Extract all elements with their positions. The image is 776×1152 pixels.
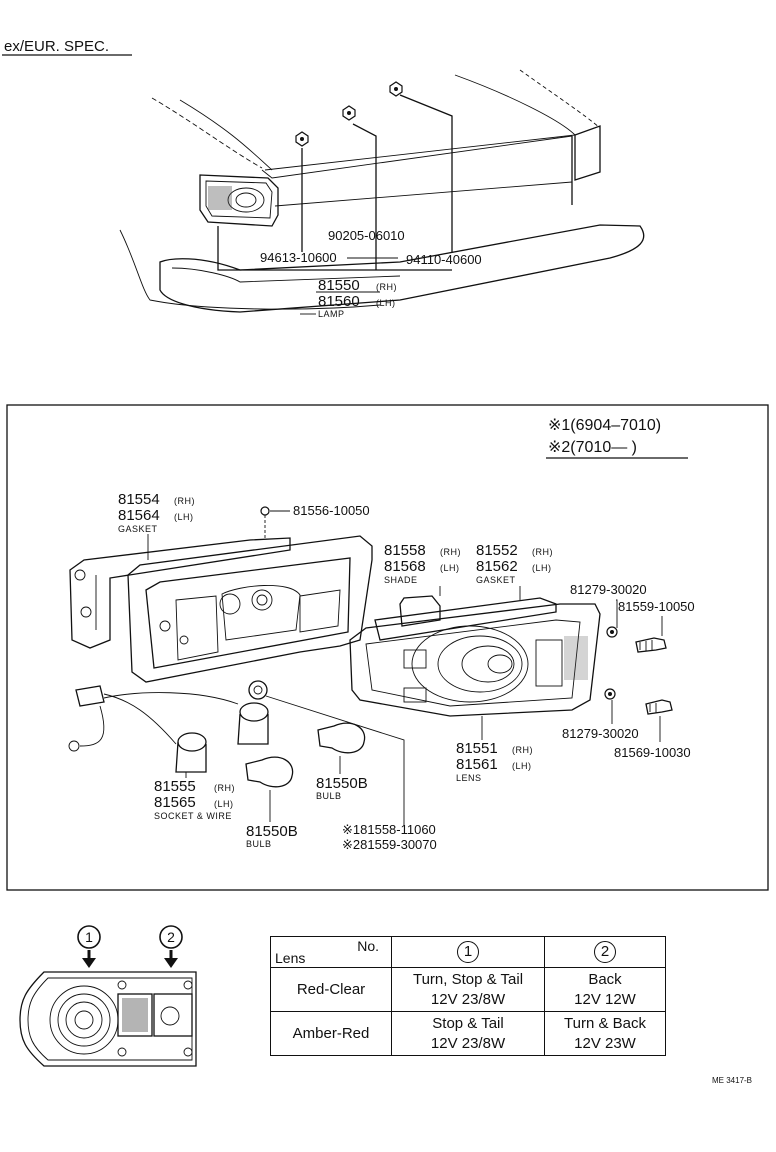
bulb-b-number: 81550B [246,823,298,840]
key-pos-2: 2 [167,929,175,945]
row1-col1-rating: 12V 23/8W [430,990,506,1008]
socket-rh-number: 81555 [154,778,196,795]
shade-rh-side: (RH) [440,547,461,557]
table-header-col2: 2 [544,936,666,968]
gasket-a-label: GASKET [118,524,158,534]
screw-right-bottom-number: 81569-10030 [614,745,691,760]
bulb-icons [245,722,366,788]
row2-col1: Stop & Tail 12V 23/8W [391,1011,545,1056]
socket-lh-number: 81565 [154,794,196,811]
shade-label: SHADE [384,575,418,585]
row2-col1-rating: 12V 23/8W [430,1034,506,1052]
right-fasteners-icons [604,626,673,715]
gasket-b-label: GASKET [476,575,516,585]
lens-lh-side: (LH) [512,761,532,771]
row1-col2-function: Back [588,970,622,988]
bulb-a-label: BULB [316,791,342,801]
gasket-b-rh-side: (RH) [532,547,553,557]
grommet-1-number: ※181558-11060 [342,822,436,837]
gasket-b-lh-side: (LH) [532,563,552,573]
gasket-b-lh-number: 81562 [476,558,518,575]
lamp-lh-side: (LH) [376,298,396,308]
note-2: ※2(7010— ) [548,439,637,456]
shade-lh-number: 81568 [384,558,426,575]
top-screw-icon [260,506,290,540]
table-header-corner: No. Lens [270,936,392,968]
car-rear-illustration [119,69,645,315]
col2-circle: 2 [594,941,616,963]
washer-top-number: 81279-30020 [570,582,647,597]
gasket-a-lh-number: 81564 [118,507,160,524]
screw-right-top-number: 81559-10050 [618,599,695,614]
shade-lh-side: (LH) [440,563,460,573]
part-94613: 94613-10600 [260,250,337,265]
detail-frame [6,404,769,891]
lens-lh-number: 81561 [456,756,498,773]
table-header-col1: 1 [391,936,545,968]
shade-rh-number: 81558 [384,542,426,559]
lamp-lh-number: 81560 [318,293,360,310]
socket-lh-side: (LH) [214,799,234,809]
footer-code: ME 3417-B [712,1076,752,1085]
lens-rh-side: (RH) [512,745,533,755]
lamp-rh-side: (RH) [376,282,397,292]
gasket-illustration [69,537,291,649]
lamp-label: LAMP [318,309,345,319]
row1-col2: Back 12V 12W [544,967,666,1012]
grommet-2-number: ※281559-30070 [342,837,437,852]
row1-col1-function: Turn, Stop & Tail [412,970,524,988]
washer-bottom-number: 81279-30020 [562,726,639,741]
row2-col2: Turn & Back 12V 23W [544,1011,666,1056]
gasket-b-rh-number: 81552 [476,542,518,559]
col1-circle: 1 [457,941,479,963]
lamp-housing-illustration [127,535,373,683]
gasket-a-rh-number: 81554 [118,491,160,508]
row1-lens: Red-Clear [270,967,392,1012]
gasket-a-rh-side: (RH) [174,496,195,506]
lens-label: LENS [456,773,482,783]
note-1: ※1(6904–7010) [548,417,661,434]
row2-col1-function: Stop & Tail [432,1014,504,1032]
bulb-b-label: BULB [246,839,272,849]
row2-lens: Amber-Red [270,1011,392,1056]
lamp-rh-number: 81550 [318,277,360,294]
lamp-key-illustration: 1 2 [19,925,197,1067]
socket-label: SOCKET & WIRE [154,811,232,821]
header-no: No. [357,938,379,954]
lens-spec-table: No. Lens 1 2 Red-Clear Turn, Stop & Tail… [270,936,666,1056]
row1-col2-rating: 12V 12W [574,990,636,1008]
spec-label: ex/EUR. SPEC. [4,38,109,55]
row1-col1: Turn, Stop & Tail 12V 23/8W [391,967,545,1012]
lens-assembly-illustration [349,595,601,717]
part-90205: 90205-06010 [328,228,405,243]
row2-col2-function: Turn & Back [564,1014,646,1032]
header-lens: Lens [275,950,306,966]
lens-rh-number: 81551 [456,740,498,757]
row2-col2-rating: 12V 23W [574,1034,636,1052]
socket-wire-illustration [68,680,269,773]
screw-top-number: 81556-10050 [293,503,370,518]
bulb-a-number: 81550B [316,775,368,792]
key-pos-1: 1 [85,929,93,945]
detail-leader-lines [147,534,663,826]
socket-rh-side: (RH) [214,783,235,793]
part-94110: 94110-40600 [406,252,482,267]
gasket-a-lh-side: (LH) [174,512,194,522]
